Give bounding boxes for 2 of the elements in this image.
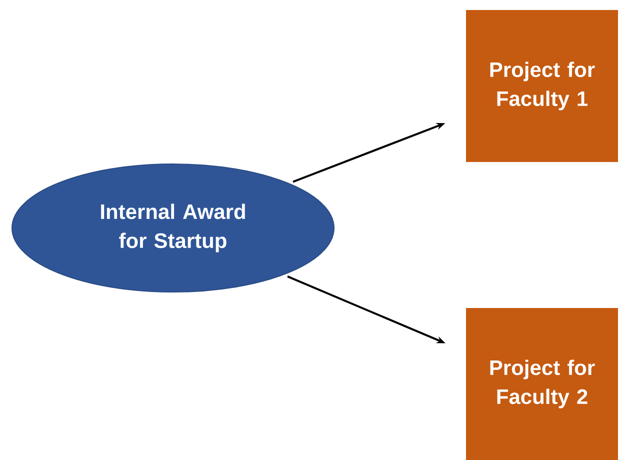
- process-box: Project for Faculty 2: [466, 308, 618, 460]
- process-box: Project for Faculty 1: [466, 10, 618, 162]
